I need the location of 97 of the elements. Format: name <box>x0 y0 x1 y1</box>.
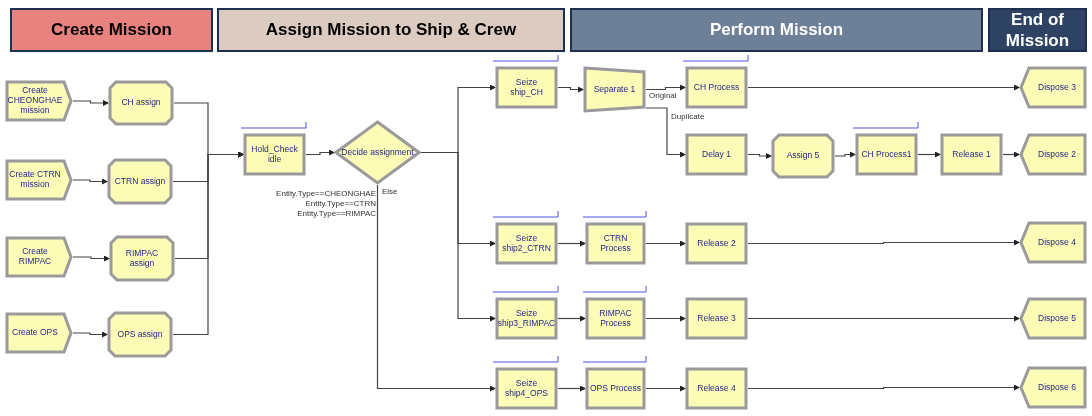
module-label: Hold_Check idle <box>250 144 299 165</box>
module-label: Delay 1 <box>702 149 731 160</box>
create-module <box>5 80 73 122</box>
module-label: Dispose 4 <box>1038 237 1076 248</box>
assign-module <box>109 235 175 282</box>
connector <box>72 100 109 106</box>
section-header: Perform Mission <box>570 8 983 52</box>
module-label: CH assign <box>121 98 161 108</box>
process-module <box>585 297 646 340</box>
assign-module <box>771 133 835 179</box>
connector <box>747 384 1020 391</box>
dispose-module <box>1019 133 1087 176</box>
process-module <box>685 133 748 176</box>
module-label: Release 4 <box>697 383 736 394</box>
dispose-module <box>1019 297 1087 340</box>
process-module <box>495 367 558 410</box>
condition-label: Entity.Type==RIMPAC <box>297 210 376 218</box>
module-label: Create RIMPAC <box>17 247 53 267</box>
module-label: Seize ship2_CTRN <box>501 233 552 254</box>
module-label: CTRN Process <box>599 233 632 254</box>
module-label: OPS assign <box>117 329 163 340</box>
connector <box>172 151 244 336</box>
process-module <box>685 297 748 340</box>
module-label: Seize ship_CH <box>509 77 544 98</box>
process-module <box>685 367 748 410</box>
process-module <box>495 66 558 109</box>
condition-label: Entity.Type==CHEONGHAE <box>276 190 376 198</box>
connector <box>557 385 586 392</box>
connector <box>557 240 586 247</box>
connector <box>376 184 496 392</box>
module-label: Seize ship3_RIMPAC <box>497 308 556 329</box>
condition-label: Entity.Type==CTRN <box>305 200 376 208</box>
module-label: Dispose 5 <box>1038 313 1076 324</box>
connector <box>420 151 496 322</box>
process-module <box>685 66 748 109</box>
connector <box>305 149 335 156</box>
connector <box>645 84 686 91</box>
connector <box>72 255 110 262</box>
section-header: End of Mission <box>988 8 1087 52</box>
connector <box>1002 151 1020 158</box>
module-label: OPS Process <box>590 383 641 394</box>
edge-label: Original <box>649 92 677 100</box>
connector <box>747 84 1020 91</box>
module-label: Release 3 <box>697 313 736 324</box>
assign-module <box>108 80 174 126</box>
connector <box>747 239 1020 246</box>
module-label: Create CHEONGHAE mission <box>6 86 64 116</box>
module-label: Release 2 <box>697 238 736 249</box>
process-module <box>585 367 646 410</box>
process-module <box>495 297 558 340</box>
module-label: Seize ship4_OPS <box>504 378 549 399</box>
module-label: Create OPS <box>12 328 58 338</box>
create-module <box>5 236 73 278</box>
connector <box>72 331 108 338</box>
module-label: Dispose 3 <box>1038 82 1076 93</box>
module-label: Decide assignment <box>341 147 414 158</box>
module-label: CH Process <box>693 82 740 93</box>
process-module <box>585 222 646 265</box>
connector <box>557 86 584 93</box>
module-label: Assign 5 <box>786 151 820 161</box>
condition-label: Else <box>382 188 398 196</box>
module-label: CH Process1 <box>861 149 912 160</box>
process-module <box>243 133 306 176</box>
connector <box>645 315 686 322</box>
create-module <box>5 312 73 354</box>
connector <box>747 153 772 159</box>
module-label: RIMPAC assign <box>124 248 160 269</box>
module-label: Dispose 6 <box>1038 382 1076 393</box>
module-label: Separate 1 <box>593 84 636 95</box>
module-label: Dispose 2 <box>1038 149 1076 160</box>
connector <box>72 178 108 185</box>
separate-module <box>583 66 646 113</box>
section-header: Create Mission <box>10 8 213 52</box>
section-header: Assign Mission to Ship & Crew <box>217 8 565 52</box>
create-module <box>5 159 73 201</box>
process-module <box>685 222 748 265</box>
connector <box>645 240 686 247</box>
dispose-module <box>1019 366 1087 409</box>
module-label: RIMPAC Process <box>598 308 633 329</box>
dispose-module <box>1019 66 1087 109</box>
connector <box>917 151 941 158</box>
module-label: CTRN assign <box>114 176 166 187</box>
process-module <box>855 133 918 176</box>
module-label: Create CTRN mission <box>8 170 62 190</box>
assign-module <box>107 158 173 205</box>
module-label: Release 1 <box>952 149 991 160</box>
process-module <box>940 133 1003 176</box>
decision-diamond <box>334 120 421 185</box>
process-module <box>495 222 558 265</box>
assign-module <box>107 311 173 358</box>
connector <box>645 385 686 392</box>
connector <box>645 107 686 158</box>
connector <box>747 315 1020 322</box>
connector <box>834 151 856 158</box>
edge-label: Duplicate <box>671 113 705 121</box>
connector <box>557 315 586 322</box>
dispose-module <box>1019 221 1087 264</box>
